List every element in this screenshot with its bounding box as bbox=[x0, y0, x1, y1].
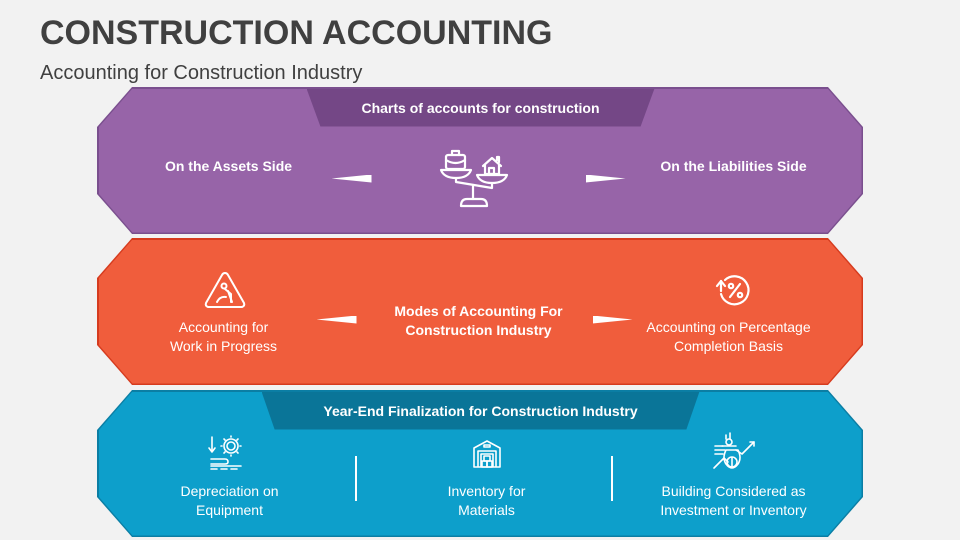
inventory-label: Inventory for Materials bbox=[406, 482, 568, 520]
warehouse-icon bbox=[472, 439, 501, 468]
investment-money-bag-icon bbox=[712, 431, 755, 469]
depreciation-label: Depreciation on Equipment bbox=[149, 482, 311, 520]
inventory-line2: Materials bbox=[458, 501, 515, 518]
percentage-line2: Completion Basis bbox=[674, 337, 783, 354]
construction-worker-warning-icon bbox=[204, 271, 245, 308]
charts-of-accounts-tab: Charts of accounts for construction bbox=[306, 88, 655, 127]
building-line1: Building Considered as bbox=[661, 482, 806, 499]
depreciation-line2: Equipment bbox=[196, 501, 263, 518]
work-in-progress-line2: Work in Progress bbox=[169, 337, 278, 354]
page-subtitle: Accounting for Construction Industry bbox=[40, 62, 363, 84]
left-arrow-icon bbox=[331, 174, 372, 183]
right-arrow-icon bbox=[585, 174, 626, 183]
modes-of-accounting-label: Modes of Accounting For Construction Ind… bbox=[369, 302, 589, 340]
building-line2: Investment or Inventory bbox=[660, 501, 807, 518]
modes-line2: Construction Industry bbox=[405, 321, 552, 338]
building-investment-label: Building Considered as Investment or Inv… bbox=[644, 482, 824, 520]
year-end-finalization-band: Year-End Finalization for Construction I… bbox=[97, 390, 863, 537]
left-arrow-icon bbox=[316, 315, 357, 324]
depreciation-gear-dollar-icon bbox=[207, 434, 242, 470]
depreciation-line1: Depreciation on bbox=[180, 482, 279, 499]
year-end-finalization-tab: Year-End Finalization for Construction I… bbox=[261, 391, 700, 430]
liabilities-side-label: On the Liabilities Side bbox=[660, 157, 807, 174]
balance-scale-icon bbox=[439, 149, 508, 207]
charts-of-accounts-band: Charts of accounts for construction On t… bbox=[97, 87, 863, 234]
percentage-cycle-icon bbox=[715, 274, 750, 305]
work-in-progress-line1: Accounting for bbox=[178, 318, 269, 335]
right-arrow-icon bbox=[592, 315, 633, 324]
modes-line1: Modes of Accounting For bbox=[394, 302, 563, 319]
work-in-progress-label: Accounting for Work in Progress bbox=[144, 318, 304, 356]
assets-side-label: On the Assets Side bbox=[164, 157, 293, 174]
divider bbox=[610, 455, 613, 501]
inventory-line1: Inventory for bbox=[447, 482, 526, 499]
percentage-completion-label: Accounting on Percentage Completion Basi… bbox=[634, 318, 824, 356]
percentage-line1: Accounting on Percentage bbox=[646, 318, 811, 335]
modes-of-accounting-band: Accounting for Work in Progress Modes of… bbox=[97, 238, 863, 385]
divider bbox=[354, 455, 357, 501]
page-title: CONSTRUCTION ACCOUNTING bbox=[40, 14, 553, 52]
